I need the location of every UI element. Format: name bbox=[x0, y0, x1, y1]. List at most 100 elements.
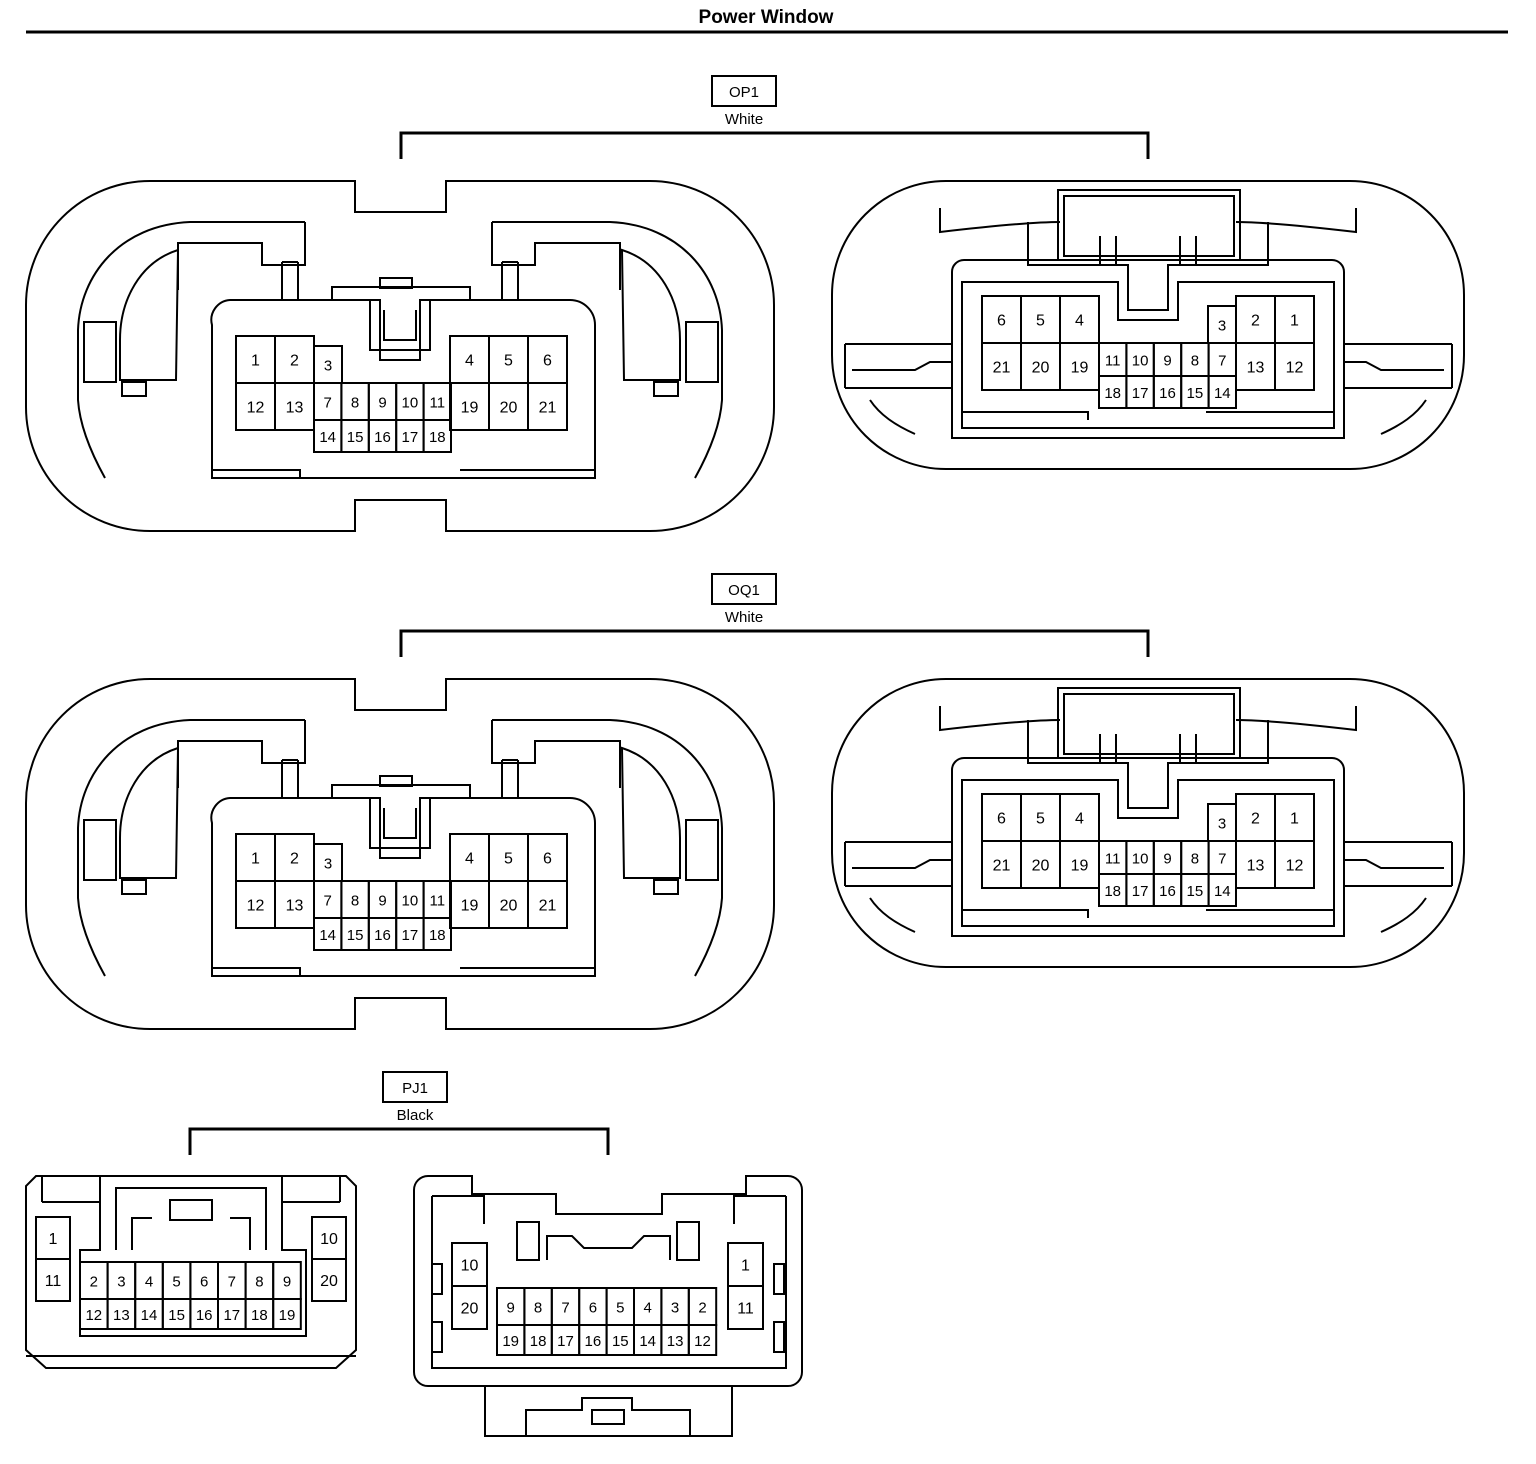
pin-number: 4 bbox=[465, 851, 474, 868]
pin-number: 9 bbox=[1163, 851, 1171, 868]
pin-number: 3 bbox=[1218, 318, 1226, 335]
pin-number: 5 bbox=[616, 1300, 624, 1317]
pin-number: 5 bbox=[172, 1274, 180, 1291]
pin-number: 13 bbox=[286, 400, 304, 417]
pin-number: 10 bbox=[1132, 353, 1149, 370]
pin-number: 8 bbox=[255, 1274, 263, 1291]
connector-color: Black bbox=[397, 1107, 434, 1124]
pin-number: 19 bbox=[461, 400, 479, 417]
pin-cell bbox=[527, 880, 568, 929]
pin-number: 14 bbox=[319, 927, 336, 944]
pin-number: 17 bbox=[1132, 883, 1149, 900]
pin-number: 4 bbox=[644, 1300, 652, 1317]
pin-number: 18 bbox=[429, 429, 446, 446]
pin-number: 19 bbox=[1071, 858, 1089, 875]
pin-number: 12 bbox=[694, 1333, 711, 1350]
pin-number: 13 bbox=[1247, 858, 1265, 875]
pin-number: 16 bbox=[374, 927, 391, 944]
pin-number: 6 bbox=[997, 811, 1006, 828]
pin-number: 13 bbox=[286, 898, 304, 915]
pin-number: 5 bbox=[504, 353, 513, 370]
connector-bracket bbox=[188, 1127, 610, 1155]
pin-number: 4 bbox=[1075, 811, 1084, 828]
pin-number: 11 bbox=[430, 395, 446, 412]
pin-number: 16 bbox=[196, 1307, 213, 1324]
pin-number: 12 bbox=[1286, 858, 1304, 875]
pin-number: 3 bbox=[671, 1300, 679, 1317]
pin-number: 18 bbox=[251, 1307, 268, 1324]
pin-number: 9 bbox=[283, 1274, 291, 1291]
pin-number: 20 bbox=[461, 1301, 479, 1318]
pin-number: 5 bbox=[504, 851, 513, 868]
pin-number: 1 bbox=[251, 353, 260, 370]
pin-number: 21 bbox=[539, 400, 557, 417]
pin-number: 20 bbox=[1032, 858, 1050, 875]
pin-number: 14 bbox=[639, 1333, 656, 1350]
pin-number: 15 bbox=[347, 927, 364, 944]
pin-number: 7 bbox=[1218, 851, 1226, 868]
pin-number: 11 bbox=[1105, 353, 1121, 370]
pin-number: 7 bbox=[1218, 353, 1226, 370]
pin-number: 10 bbox=[402, 395, 419, 412]
pin-number: 7 bbox=[561, 1300, 569, 1317]
pin-number: 1 bbox=[49, 1231, 58, 1248]
pin-number: 17 bbox=[223, 1307, 240, 1324]
connector-code-box bbox=[711, 75, 777, 107]
pin-number: 3 bbox=[1218, 816, 1226, 833]
pin-number: 20 bbox=[320, 1273, 338, 1290]
pin-number: 9 bbox=[378, 395, 386, 412]
pin-number: 6 bbox=[543, 851, 552, 868]
pin-number: 2 bbox=[290, 353, 299, 370]
pin-cell bbox=[727, 1285, 764, 1330]
pin-number: 15 bbox=[1187, 883, 1204, 900]
pin-number: 15 bbox=[347, 429, 364, 446]
pin-number: 8 bbox=[1191, 851, 1199, 868]
pin-number: 4 bbox=[145, 1274, 153, 1291]
pin-number: 7 bbox=[324, 893, 332, 910]
pin-number: 2 bbox=[290, 851, 299, 868]
pin-cell bbox=[35, 1258, 71, 1302]
pin-cell bbox=[1207, 375, 1237, 409]
pin-number: 3 bbox=[117, 1274, 125, 1291]
pin-number: 18 bbox=[429, 927, 446, 944]
pin-number: 13 bbox=[1247, 360, 1265, 377]
pin-number: 4 bbox=[1075, 313, 1084, 330]
connector-code-box bbox=[382, 1071, 448, 1103]
pin-number: 20 bbox=[1032, 360, 1050, 377]
pin-number: 17 bbox=[402, 429, 419, 446]
pin-number: 13 bbox=[113, 1307, 130, 1324]
pin-number: 12 bbox=[247, 400, 265, 417]
pin-number: 12 bbox=[247, 898, 265, 915]
pin-number: 18 bbox=[1104, 883, 1121, 900]
connector-bracket bbox=[399, 629, 1150, 657]
pin-number: 2 bbox=[1251, 811, 1260, 828]
connector-color: White bbox=[725, 111, 763, 128]
pin-number: 14 bbox=[141, 1307, 158, 1324]
pin-number: 9 bbox=[1163, 353, 1171, 370]
pin-number: 16 bbox=[585, 1333, 602, 1350]
pin-cell bbox=[1274, 342, 1315, 391]
pin-cell bbox=[1274, 840, 1315, 889]
pin-number: 6 bbox=[997, 313, 1006, 330]
pin-number: 14 bbox=[1214, 883, 1231, 900]
pin-number: 18 bbox=[530, 1333, 547, 1350]
connector-code: OP1 bbox=[729, 84, 759, 101]
pin-number: 11 bbox=[430, 893, 446, 910]
pin-number: 8 bbox=[351, 893, 359, 910]
pin-number: 19 bbox=[502, 1333, 519, 1350]
pin-number: 10 bbox=[320, 1231, 338, 1248]
pin-cell bbox=[272, 1298, 302, 1330]
connector-code-box bbox=[711, 573, 777, 605]
pin-number: 8 bbox=[1191, 353, 1199, 370]
pin-number: 6 bbox=[200, 1274, 208, 1291]
pin-number: 5 bbox=[1036, 811, 1045, 828]
pin-number: 15 bbox=[612, 1333, 629, 1350]
